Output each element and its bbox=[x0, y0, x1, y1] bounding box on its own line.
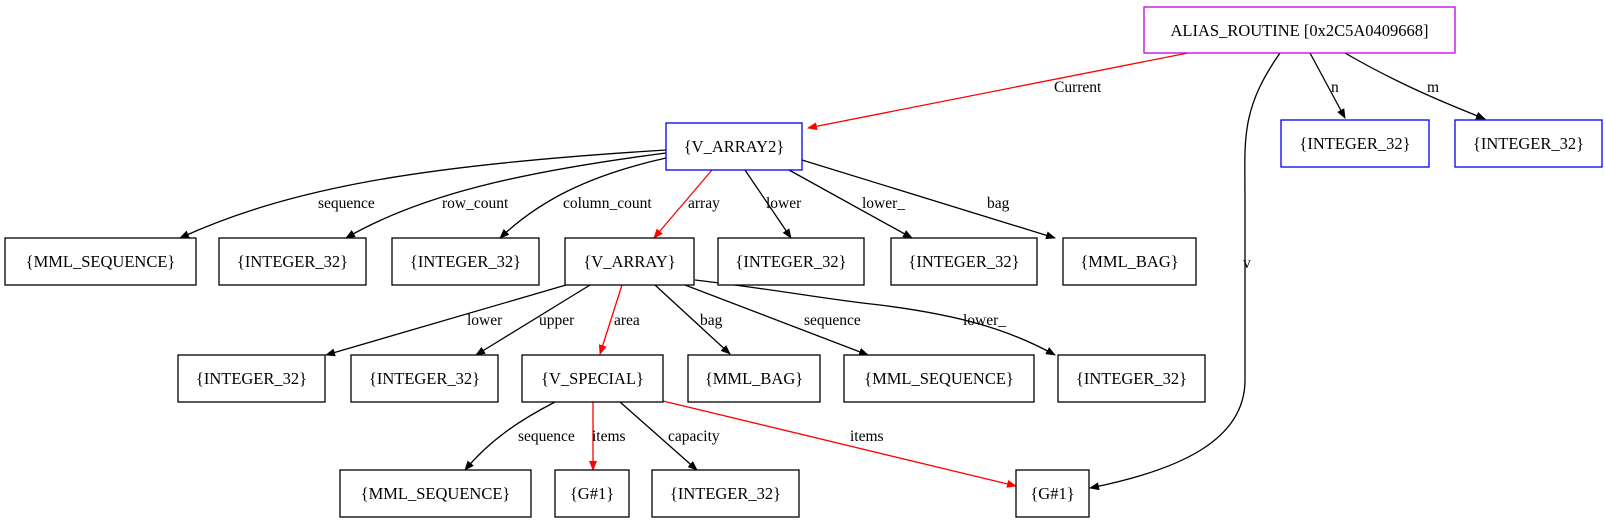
node-mml-bag-2[interactable]: {MML_BAG} bbox=[687, 354, 821, 403]
edge-label-lower2b: lower_ bbox=[963, 312, 1006, 329]
edge-column-count bbox=[499, 157, 667, 239]
edge-bag1 bbox=[801, 159, 1056, 240]
edge-label-items1: items bbox=[592, 428, 626, 445]
node-label-v-array: {V_ARRAY} bbox=[583, 252, 675, 271]
edge-label-bag1: bag bbox=[987, 195, 1010, 212]
node-integer-capacity[interactable]: {INTEGER_32} bbox=[651, 469, 800, 518]
edge-label-area: area bbox=[614, 312, 640, 329]
edge-label-capacity: capacity bbox=[668, 428, 720, 445]
edge-label-upper: upper bbox=[539, 312, 575, 329]
nodes: ALIAS_ROUTINE [0x2C5A0409668] {V_ARRAY2}… bbox=[4, 6, 1603, 518]
node-label-mml-sequence-2: {MML_SEQUENCE} bbox=[864, 369, 1014, 388]
edges bbox=[179, 52, 1486, 491]
node-integer-lower-2b[interactable]: {INTEGER_32} bbox=[1057, 354, 1206, 403]
edge-sequence2 bbox=[684, 284, 869, 356]
edge-lower1b bbox=[779, 164, 913, 239]
node-g1-b[interactable]: {G#1} bbox=[1015, 469, 1090, 518]
edge-label-lower2: lower bbox=[467, 312, 503, 329]
edge-sequence1 bbox=[179, 149, 667, 239]
edge-label-column-count: column_count bbox=[563, 195, 652, 212]
node-label-mml-sequence-1: {MML_SEQUENCE} bbox=[26, 252, 176, 271]
node-label-integer-upper: {INTEGER_32} bbox=[369, 369, 480, 388]
node-alias-routine[interactable]: ALIAS_ROUTINE [0x2C5A0409668] bbox=[1143, 6, 1456, 54]
edge-label-sequence2: sequence bbox=[804, 312, 861, 329]
edge-m bbox=[1344, 52, 1486, 120]
edge-label-current: Current bbox=[1054, 79, 1102, 96]
edge-array bbox=[653, 169, 713, 239]
edge-lower2 bbox=[325, 284, 567, 357]
edge-upper bbox=[475, 284, 591, 356]
node-label-g1-b: {G#1} bbox=[1030, 484, 1074, 503]
node-label-integer-column-count: {INTEGER_32} bbox=[410, 252, 521, 271]
node-v-array2[interactable]: {V_ARRAY2} bbox=[665, 122, 803, 171]
node-integer-lower-1[interactable]: {INTEGER_32} bbox=[717, 237, 865, 286]
edge-label-sequence3: sequence bbox=[518, 428, 575, 445]
edge-row-count bbox=[345, 152, 667, 239]
edge-capacity bbox=[619, 401, 698, 471]
node-label-integer-lower-1: {INTEGER_32} bbox=[735, 252, 846, 271]
node-label-integer-n: {INTEGER_32} bbox=[1299, 134, 1410, 153]
edge-label-lower1b: lower_ bbox=[862, 195, 905, 212]
edge-sequence3 bbox=[464, 401, 556, 471]
node-g1-a[interactable]: {G#1} bbox=[554, 469, 630, 518]
edge-label-v: v bbox=[1243, 255, 1251, 272]
node-label-integer-m: {INTEGER_32} bbox=[1473, 134, 1584, 153]
node-integer-m[interactable]: {INTEGER_32} bbox=[1454, 119, 1603, 168]
edge-items2 bbox=[662, 400, 1017, 488]
node-integer-lower-2[interactable]: {INTEGER_32} bbox=[177, 354, 326, 403]
node-label-integer-lower-2b: {INTEGER_32} bbox=[1076, 369, 1187, 388]
node-label-v-special: {V_SPECIAL} bbox=[541, 369, 644, 388]
node-label-integer-capacity: {INTEGER_32} bbox=[670, 484, 781, 503]
edge-bag2 bbox=[654, 284, 731, 355]
node-label-mml-bag-2: {MML_BAG} bbox=[705, 369, 803, 388]
node-mml-sequence-1[interactable]: {MML_SEQUENCE} bbox=[4, 237, 197, 286]
node-integer-row-count[interactable]: {INTEGER_32} bbox=[218, 237, 367, 286]
edge-label-n: n bbox=[1331, 79, 1339, 96]
edge-n bbox=[1309, 52, 1346, 119]
edge-label-row-count: row_count bbox=[442, 195, 509, 212]
node-label-integer-lower-1b: {INTEGER_32} bbox=[908, 252, 1019, 271]
node-integer-column-count[interactable]: {INTEGER_32} bbox=[391, 237, 540, 286]
edge-label-sequence1: sequence bbox=[318, 195, 375, 212]
node-label-integer-lower-2: {INTEGER_32} bbox=[196, 369, 307, 388]
node-mml-sequence-2[interactable]: {MML_SEQUENCE} bbox=[843, 354, 1035, 403]
edge-label-items2: items bbox=[850, 428, 884, 445]
node-integer-upper[interactable]: {INTEGER_32} bbox=[350, 354, 499, 403]
node-mml-bag-1[interactable]: {MML_BAG} bbox=[1062, 237, 1197, 286]
node-label-integer-row-count: {INTEGER_32} bbox=[237, 252, 348, 271]
node-label-mml-bag-1: {MML_BAG} bbox=[1080, 252, 1178, 271]
edge-label-array: array bbox=[688, 195, 720, 212]
node-label-v-array2: {V_ARRAY2} bbox=[684, 137, 785, 156]
node-v-special[interactable]: {V_SPECIAL} bbox=[521, 354, 664, 403]
edge-lower1 bbox=[744, 169, 792, 239]
edge-label-m: m bbox=[1427, 79, 1439, 96]
node-label-alias-routine: ALIAS_ROUTINE [0x2C5A0409668] bbox=[1170, 21, 1428, 40]
node-integer-lower-1b[interactable]: {INTEGER_32} bbox=[890, 237, 1038, 286]
node-label-mml-sequence-3: {MML_SEQUENCE} bbox=[361, 484, 511, 503]
edge-labels: Current n m v sequence row_count column_… bbox=[318, 79, 1439, 445]
node-integer-n[interactable]: {INTEGER_32} bbox=[1280, 119, 1430, 168]
edge-lower2b bbox=[694, 279, 1056, 356]
edge-area bbox=[598, 284, 623, 355]
node-v-array[interactable]: {V_ARRAY} bbox=[564, 237, 695, 286]
node-label-g1-a: {G#1} bbox=[570, 484, 614, 503]
edge-current bbox=[807, 52, 1189, 131]
edge-v bbox=[1089, 52, 1281, 491]
edge-label-lower1: lower bbox=[766, 195, 802, 212]
node-mml-sequence-3[interactable]: {MML_SEQUENCE} bbox=[339, 469, 532, 518]
edge-label-bag2: bag bbox=[700, 312, 723, 329]
